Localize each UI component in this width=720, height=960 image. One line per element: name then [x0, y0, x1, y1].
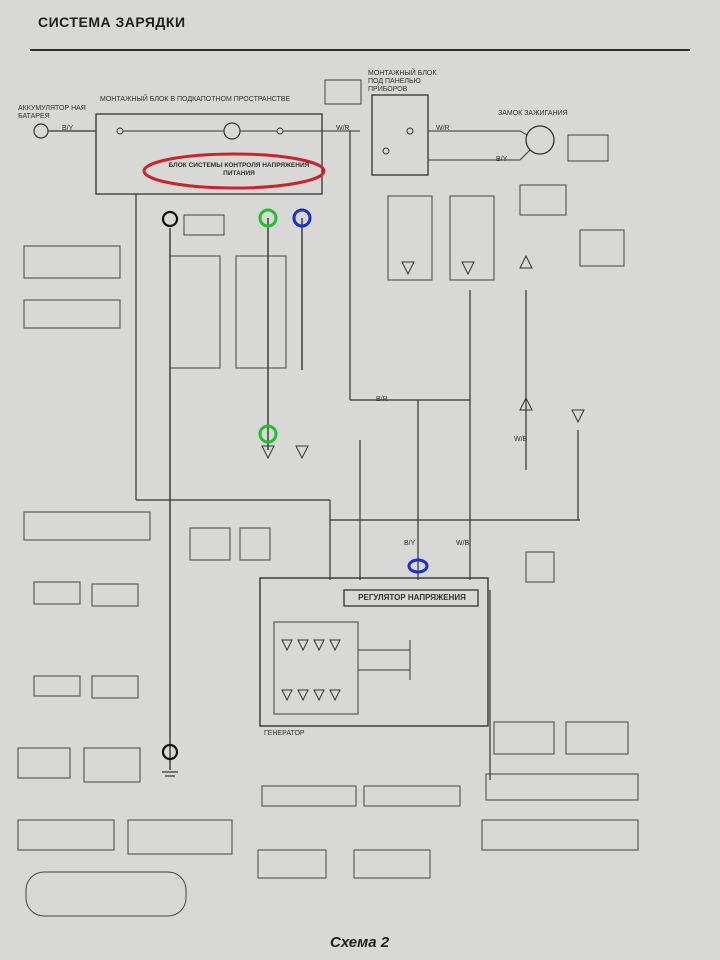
relay-block-1	[169, 255, 221, 369]
connector-right-3	[485, 773, 639, 801]
blue-marker-bottom	[407, 558, 429, 574]
connector-top-4	[579, 229, 625, 267]
connector-right-1	[493, 721, 555, 755]
connector-top-2	[567, 134, 609, 162]
dash-block-box	[371, 94, 429, 176]
connector-left-11	[127, 819, 233, 855]
connector-bottom-4	[353, 849, 431, 879]
green-marker-top	[258, 208, 278, 228]
regulator-box	[343, 589, 479, 607]
connector-left-7	[91, 675, 139, 699]
control-unit-label: БЛОК СИСТЕМЫ КОНТРОЛЯ НАПРЯЖЕНИЯ ПИТАНИЯ	[168, 162, 310, 177]
fuse-icon	[223, 122, 241, 140]
wire-code-battery: B/Y	[62, 125, 74, 132]
connector-left-8	[17, 747, 71, 779]
page-title: СИСТЕМА ЗАРЯДКИ	[38, 14, 186, 30]
connector-bottom-1	[261, 785, 357, 807]
black-marker-top	[161, 210, 179, 228]
relay-block-2	[235, 255, 287, 369]
connector-mid-2	[239, 527, 271, 561]
connector-left-1	[23, 245, 121, 279]
wire-code-wb-right: W/B	[514, 436, 528, 443]
wire-code-wr-dash: W/R	[436, 125, 450, 132]
generator-label: ГЕНЕРАТОР	[264, 730, 305, 737]
battery-label: АККУМУЛЯТОР НАЯ БАТАРЕЯ	[18, 105, 86, 120]
connector-left-3	[23, 511, 151, 541]
green-marker-bottom	[258, 424, 278, 444]
ignition-switch-label: ЗАМОК ЗАЖИГАНИЯ	[498, 110, 568, 117]
connector-left-5	[91, 583, 139, 607]
sensor-block-2	[449, 195, 495, 281]
connector-left-4	[33, 581, 81, 605]
red-highlight-ellipse	[142, 152, 326, 190]
fuse-block-box	[95, 113, 323, 195]
page-caption: Схема 2	[330, 934, 390, 951]
connector-left-10	[17, 819, 115, 851]
wire-code-by-gen: B/Y	[404, 540, 416, 547]
black-marker-bottom	[161, 743, 179, 761]
connector-left-6	[33, 675, 81, 697]
connector-left-9	[83, 747, 141, 783]
connector-top-1	[324, 79, 362, 105]
regulator-label: РЕГУЛЯТОР НАПРЯЖЕНИЯ	[358, 593, 466, 602]
connector-bottom-3	[257, 849, 327, 879]
connector-mid-1	[189, 527, 231, 561]
wire-code-br: B/R	[376, 396, 388, 403]
connector-left-2	[23, 299, 121, 329]
connector-right-small	[525, 551, 555, 583]
wire-code-wb-gen: W/B	[456, 540, 470, 547]
connector-right-4	[481, 819, 639, 851]
battery-symbol	[33, 123, 49, 139]
sensor-block-1	[387, 195, 433, 281]
connector-cu	[183, 214, 225, 236]
blue-marker-top	[292, 208, 312, 228]
connector-right-2	[565, 721, 629, 755]
wire-code-wr-top: W/R	[336, 125, 350, 132]
fuse-block-label: МОНТАЖНЫЙ БЛОК В ПОДКАПОТНОМ ПРОСТРАНСТВ…	[100, 96, 291, 103]
generator-box	[259, 577, 489, 727]
connector-top-3	[519, 184, 567, 216]
ignition-switch-icon	[525, 125, 555, 155]
rectifier-bridge	[273, 621, 359, 715]
wire-code-ignition: B/Y	[496, 156, 508, 163]
connector-ecu	[25, 871, 187, 917]
connector-bottom-2	[363, 785, 461, 807]
dash-block-label: МОНТАЖНЫЙ БЛОК ПОД ПАНЕЛЬЮ ПРИБОРОВ	[368, 70, 437, 93]
